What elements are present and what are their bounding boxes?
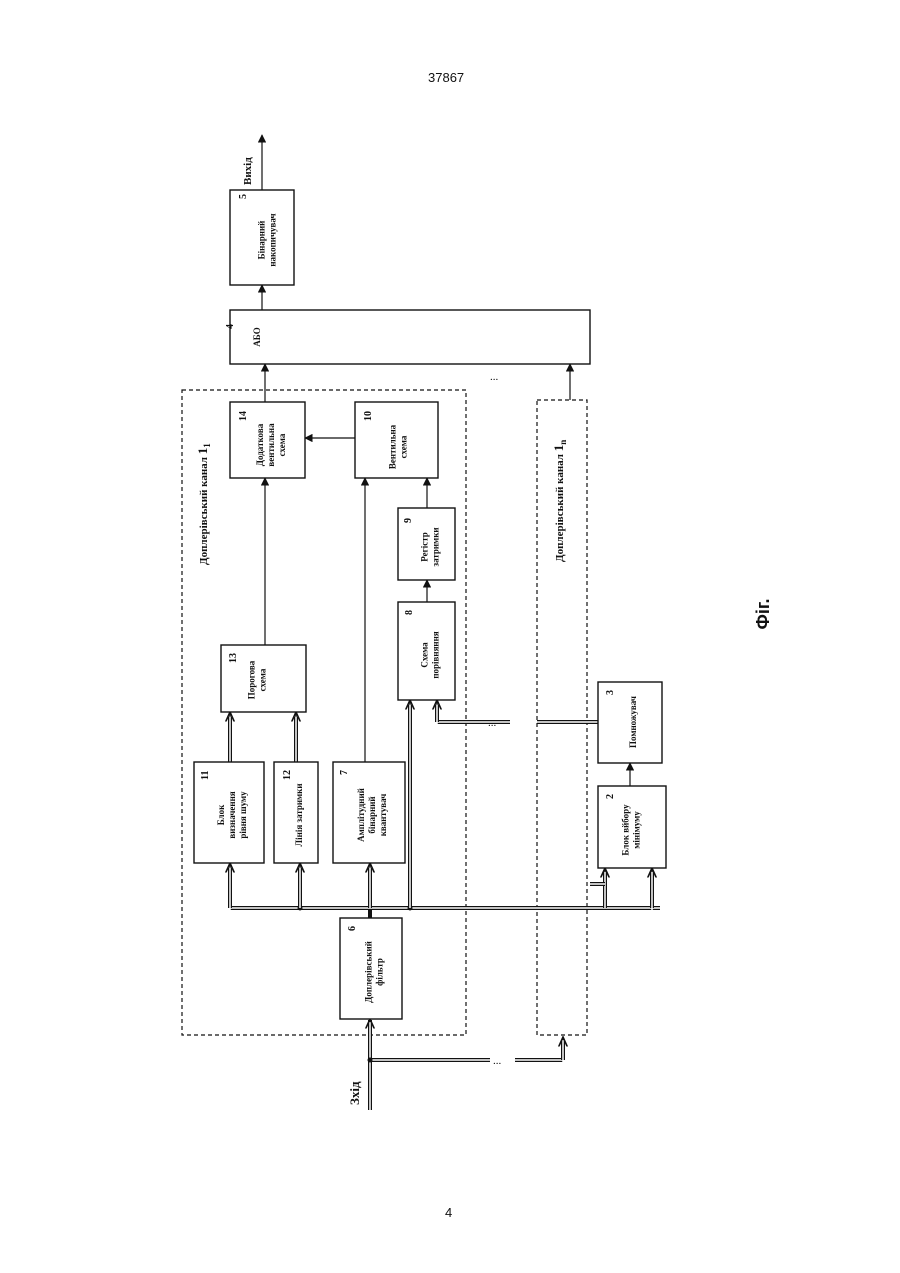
block-4-number: 4 bbox=[225, 324, 236, 329]
block-label-line: схема bbox=[277, 433, 287, 456]
output-label: Вихід bbox=[242, 157, 254, 185]
block-label-line: накопичувач bbox=[268, 213, 278, 266]
block-label-line: Порогова bbox=[247, 660, 257, 699]
block-2-label: Блок вйборумінімуму bbox=[621, 804, 642, 856]
block-10-number: 10 bbox=[363, 411, 374, 421]
input-label: Зхід bbox=[347, 1081, 362, 1105]
ellipsis-input: ... bbox=[493, 1055, 502, 1067]
block-6-number: 6 bbox=[347, 926, 358, 931]
block-label-line: Блок bbox=[216, 804, 226, 825]
block-label-line: АБО bbox=[252, 327, 262, 346]
block-label-line: Блок вйбору bbox=[621, 804, 631, 856]
block-label-line: бінарний bbox=[367, 796, 377, 833]
block-label-line: Доплерівський bbox=[364, 941, 374, 1003]
ellipsis-channels: ... bbox=[490, 371, 499, 383]
block-3-label: Помножувач bbox=[628, 696, 638, 748]
ellipsis-feedback: ... bbox=[488, 717, 497, 729]
block-label-line: Схема bbox=[420, 642, 430, 668]
block-11-number: 11 bbox=[200, 771, 211, 780]
block-label-line: Регістр bbox=[420, 532, 430, 562]
block-12-number: 12 bbox=[282, 770, 293, 780]
block-label-line: порівняння bbox=[431, 631, 441, 678]
block-label-line: Лінія затримки bbox=[294, 783, 304, 846]
block-label-line: мінімуму bbox=[632, 811, 642, 849]
block-label-line: квантувач bbox=[378, 794, 388, 837]
block-label-line: визначення bbox=[227, 791, 237, 838]
channel-n-label: Доплерівський канал 1n bbox=[551, 440, 568, 562]
svg-text:Доплерівський канал 1n: Доплерівський канал 1n bbox=[551, 440, 568, 562]
block-label-line: фільтр bbox=[375, 958, 385, 986]
block-8-number: 8 bbox=[404, 610, 415, 615]
block-9-label: Регістрзатримки bbox=[420, 527, 441, 566]
block-9-number: 9 bbox=[403, 518, 414, 523]
block-4-label: АБО bbox=[252, 327, 262, 346]
channel-1-label: Доплерівський канал 11 bbox=[195, 443, 212, 565]
block-label-line: затримки bbox=[431, 527, 441, 566]
block-7-number: 7 bbox=[339, 770, 350, 775]
block-label-line: схема bbox=[258, 668, 268, 691]
block-12-label: Лінія затримки bbox=[294, 783, 304, 846]
block-4-or bbox=[230, 310, 590, 364]
block-label-line: Амплітудний bbox=[356, 788, 366, 842]
block-label-line: Бінарний bbox=[257, 221, 267, 260]
block-label-line: Додаткова bbox=[255, 423, 265, 466]
svg-text:Доплерівський канал 11: Доплерівський канал 11 bbox=[195, 443, 212, 565]
block-label-line: Вентильна bbox=[388, 424, 398, 469]
block-5-label: Бінарнийнакопичувач bbox=[257, 213, 278, 266]
block-label-line: схема bbox=[399, 435, 409, 458]
block-14-number: 14 bbox=[238, 411, 249, 421]
block-label-line: Помножувач bbox=[628, 696, 638, 748]
block-13-number: 13 bbox=[228, 653, 239, 663]
block-label-line: рівня шуму bbox=[238, 791, 248, 839]
block-label-line: вентильна bbox=[266, 423, 276, 467]
block-2-number: 2 bbox=[605, 794, 616, 799]
block-5-number: 5 bbox=[238, 194, 249, 199]
block-3-number: 3 bbox=[605, 690, 616, 695]
